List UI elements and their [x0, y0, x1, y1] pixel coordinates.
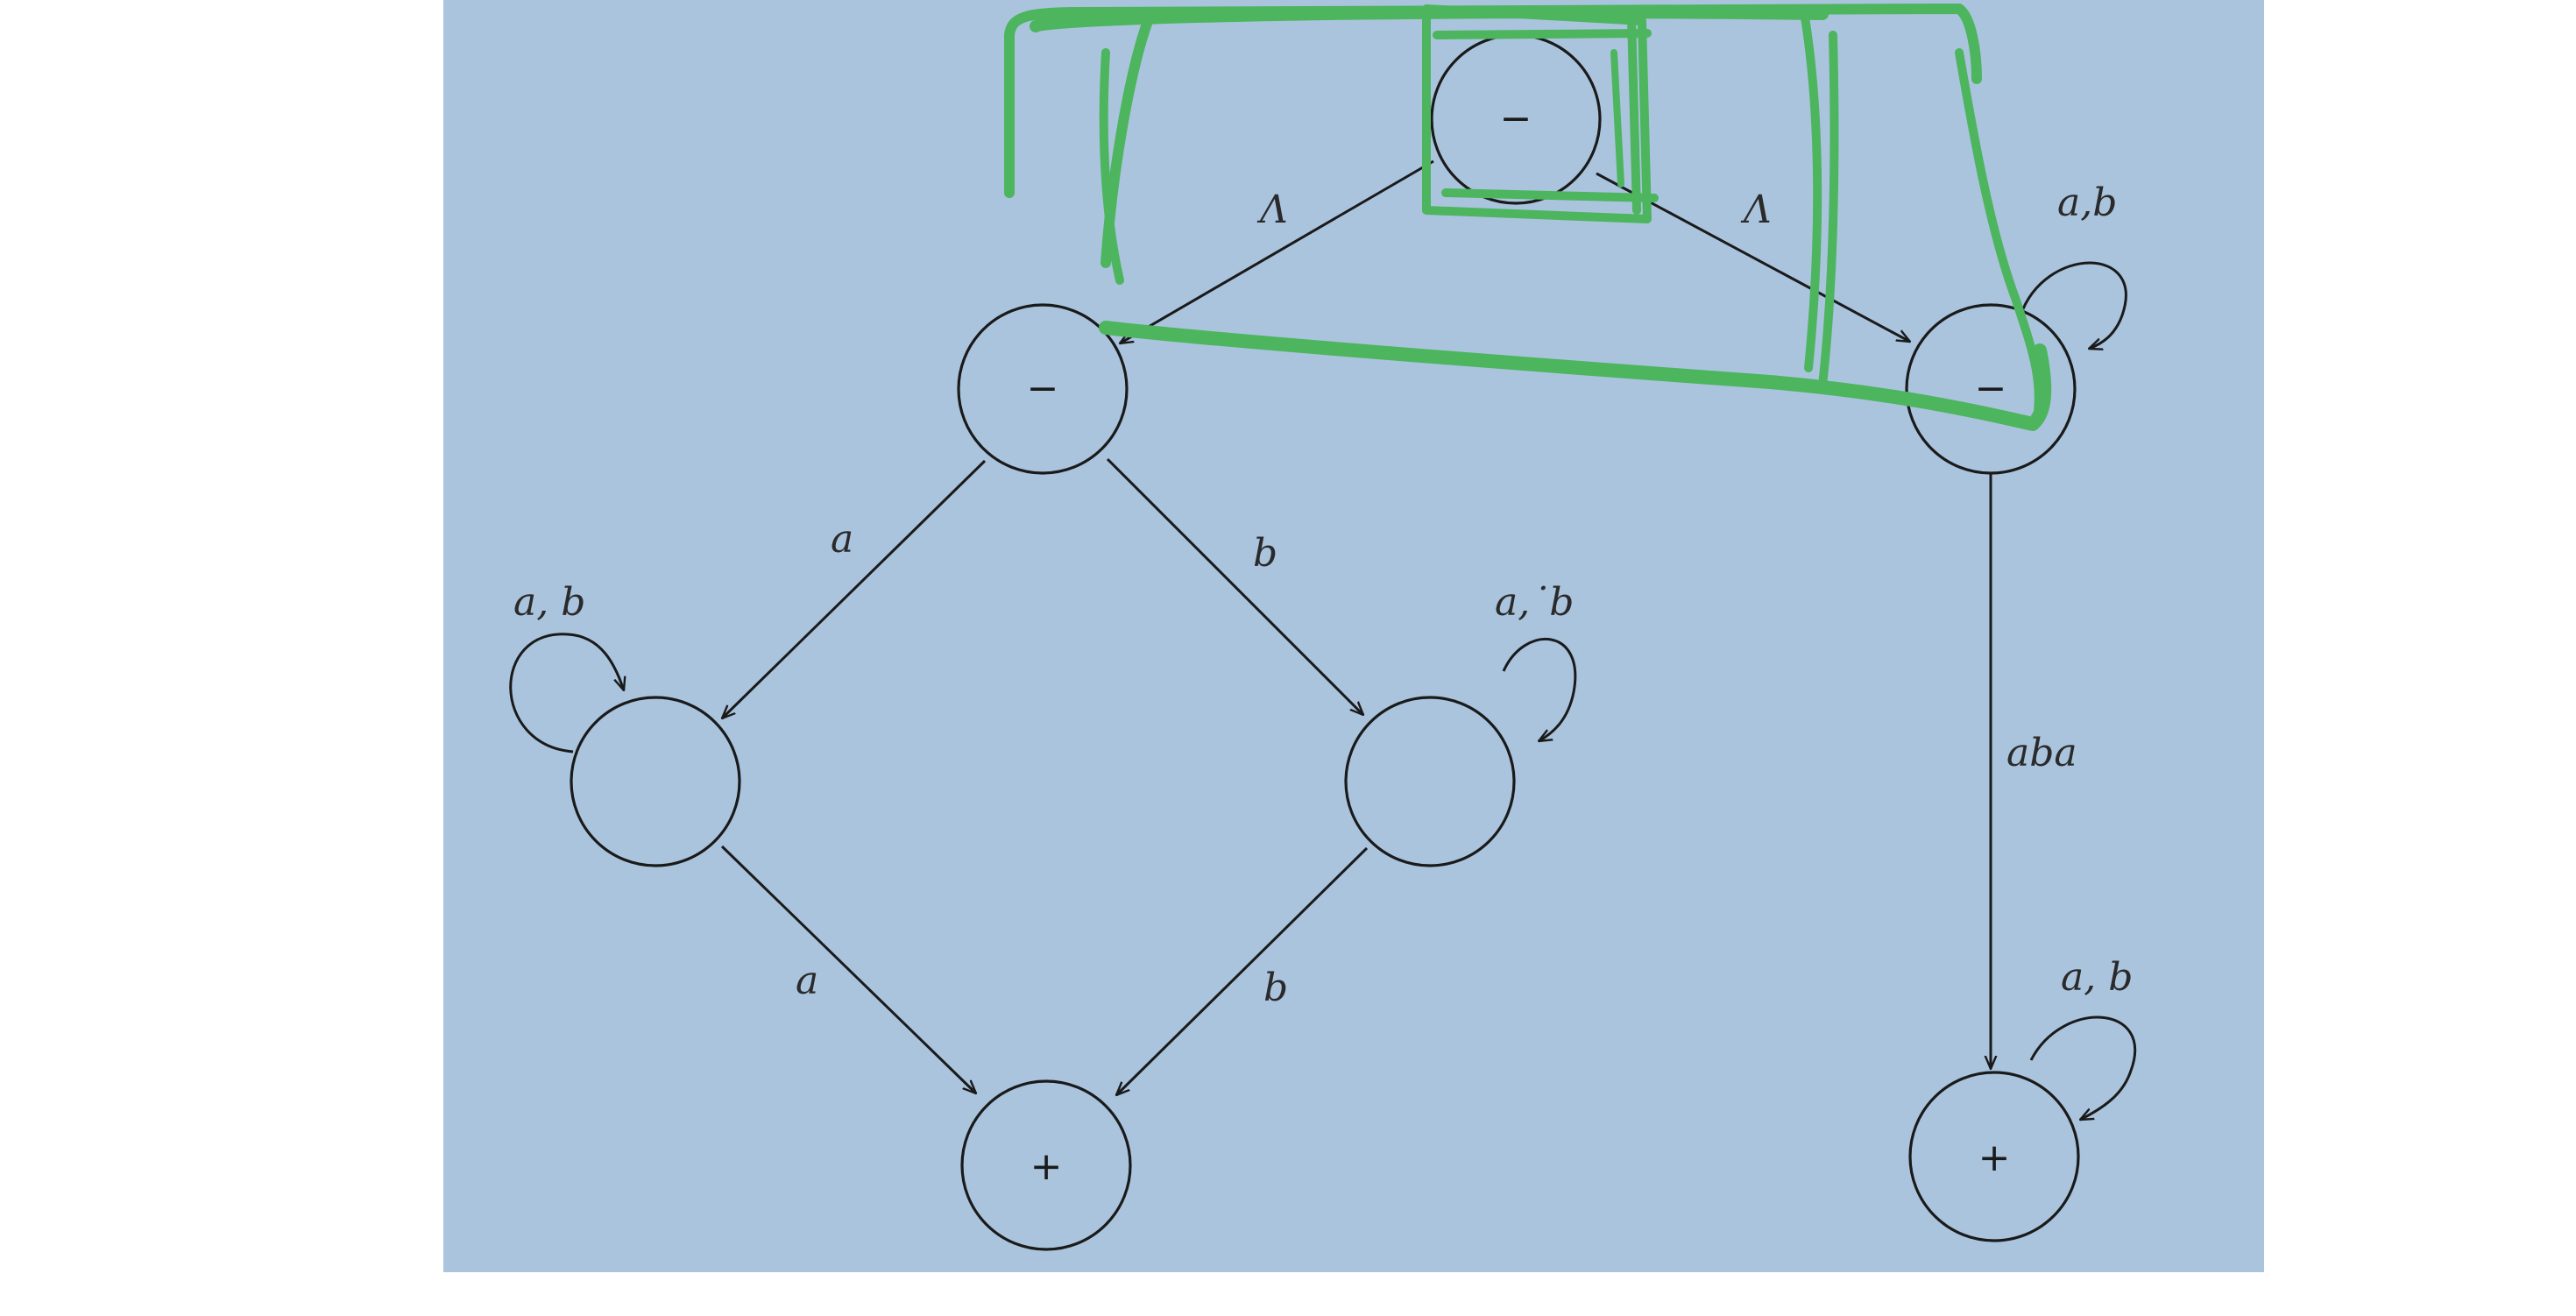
- state-middle-left: −: [957, 303, 1129, 475]
- state-middle-left-label: −: [1027, 366, 1059, 411]
- label-loop-right: a,˙b: [1495, 580, 1574, 625]
- state-bottom-left-label: +: [1030, 1144, 1063, 1189]
- label-top-to-middle-right: Λ: [1740, 187, 1772, 232]
- diagram-panel: [443, 0, 2264, 1272]
- label-loop-middle-right: a,b: [2057, 180, 2117, 225]
- loop-right: [1502, 638, 1577, 741]
- label-left-to-bottom-left: a: [796, 959, 818, 1003]
- label-middle-right-to-bottom-right: aba: [2006, 731, 2077, 775]
- state-middle-right-label: −: [1975, 366, 2007, 411]
- edge-right-to-bottom-left: [1116, 846, 1369, 1095]
- state-left: [570, 696, 741, 867]
- label-top-to-middle-left: Λ: [1256, 187, 1288, 232]
- state-bottom-right: +: [1908, 1071, 2080, 1242]
- label-loop-left: a, b: [513, 580, 585, 625]
- edge-middle-left-to-right: [1106, 457, 1363, 715]
- edge-middle-left-to-left: [722, 459, 987, 718]
- loop-middle-right: [2019, 261, 2127, 349]
- pen-highlight-icon: [1004, 4, 2052, 431]
- state-top-label: −: [1500, 96, 1532, 141]
- edge-left-to-bottom-left: [720, 845, 976, 1093]
- label-middle-left-to-left: a: [831, 517, 853, 562]
- label-loop-bottom-right: a, b: [2061, 955, 2133, 1000]
- label-right-to-bottom-left: b: [1263, 966, 1288, 1010]
- state-bottom-left: +: [960, 1079, 1132, 1251]
- edge-top-to-middle-left: [1120, 159, 1434, 343]
- state-right: [1344, 696, 1516, 867]
- state-bottom-right-label: +: [1978, 1136, 2011, 1180]
- state-top: −: [1430, 33, 1602, 205]
- loop-bottom-right: [2029, 1015, 2137, 1120]
- loop-left: [509, 633, 624, 754]
- label-middle-left-to-right: b: [1253, 531, 1277, 576]
